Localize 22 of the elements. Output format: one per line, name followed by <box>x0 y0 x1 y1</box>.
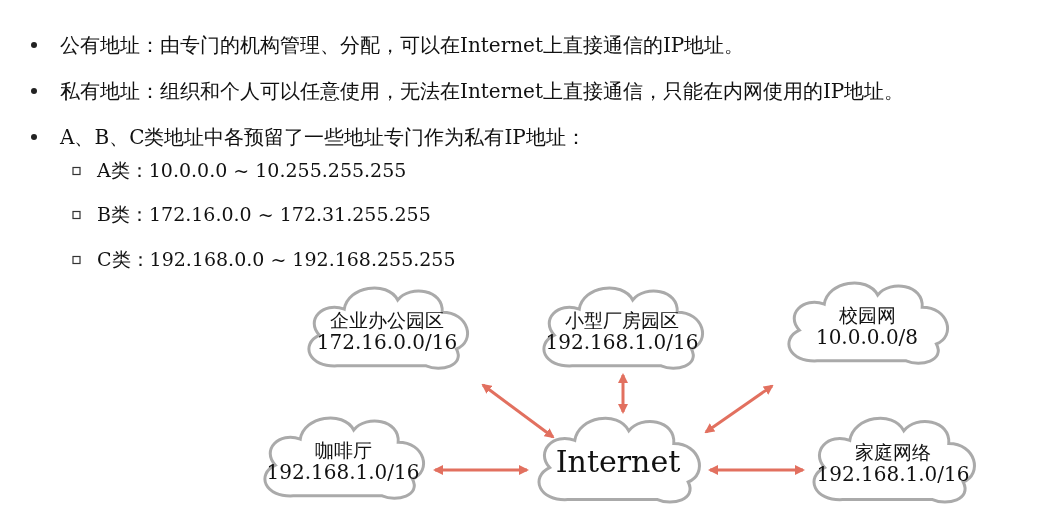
sub-bullet-text: B类：172.16.0.0 ~ 172.31.255.255 <box>97 203 431 226</box>
network-address: 192.168.1.0/16 <box>266 461 420 485</box>
bullet-text: A、B、C类地址中各预留了一些地址专门作为私有IP地址： <box>60 124 586 149</box>
bullet-text: 私有地址：组织和个人可以任意使用，无法在Internet上直接通信，只能在内网使用的IP地址。 <box>60 78 905 103</box>
network-name: 咖啡厅 <box>314 439 372 462</box>
network-address: 192.168.1.0/16 <box>816 463 970 487</box>
arrow <box>704 384 774 434</box>
arrow <box>618 373 628 414</box>
arrow <box>481 383 555 439</box>
network-name: 家庭网络 <box>855 441 931 464</box>
network-address: 172.16.0.0/16 <box>316 331 458 355</box>
network-name: 小型厂房园区 <box>565 309 679 332</box>
arrow <box>708 465 805 475</box>
bullet-text: 公有地址：由专门的机构管理、分配，可以在Internet上直接通信的IP地址。 <box>60 32 745 57</box>
network-address: 192.168.1.0/16 <box>545 331 699 355</box>
network-name: 企业办公园区 <box>330 309 444 332</box>
sub-bullet-text: A类：10.0.0.0 ~ 10.255.255.255 <box>97 159 407 182</box>
sub-bullet-text: C类：192.168.0.0 ~ 192.168.255.255 <box>97 248 456 271</box>
network-address: 10.0.0.0/8 <box>815 326 919 350</box>
cloud-label: Internet <box>555 444 681 480</box>
arrow <box>433 465 529 475</box>
network-name: 校园网 <box>838 304 896 327</box>
